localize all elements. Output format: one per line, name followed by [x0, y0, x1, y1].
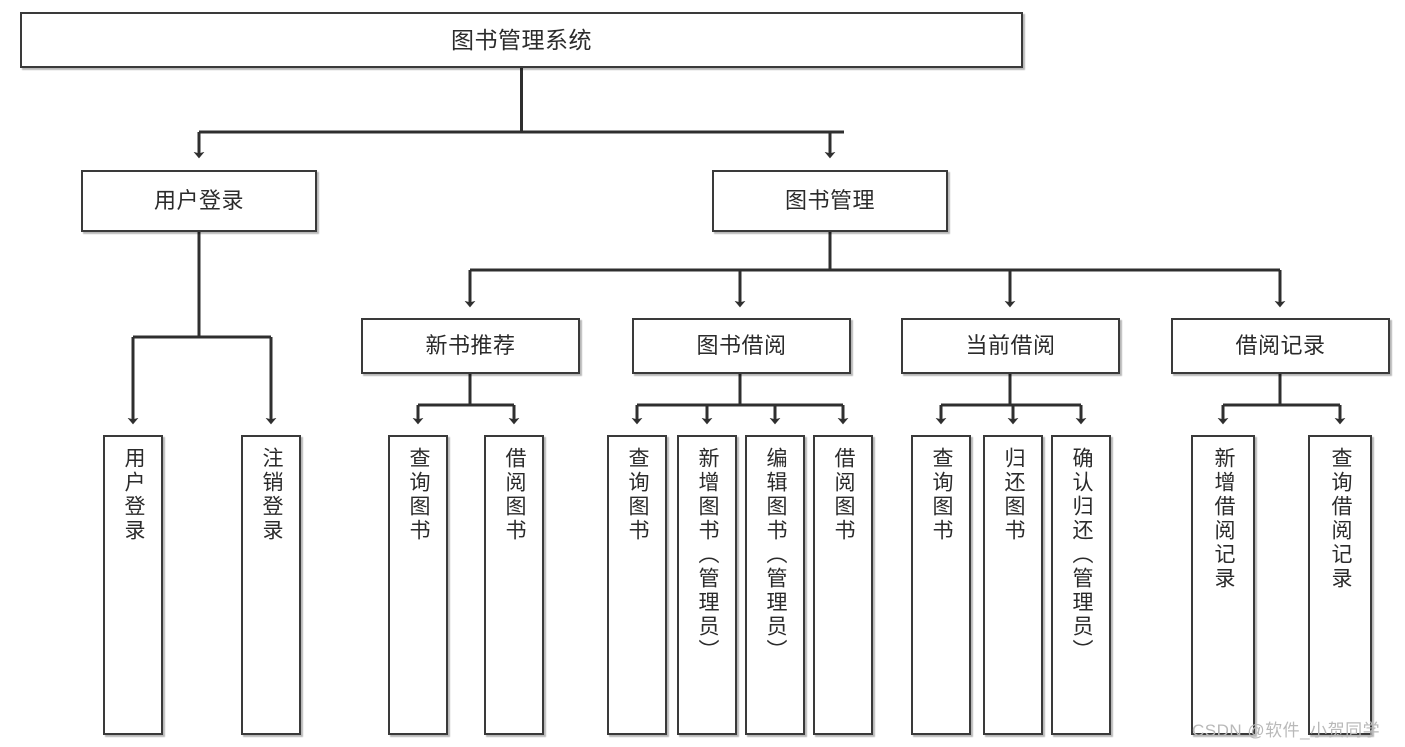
node-label: 图书管理 [784, 188, 875, 214]
node-label: 图书管理系统 [451, 26, 592, 53]
node-label: 查询图书 [407, 447, 431, 543]
node-leaf-edit-book-admin[interactable]: 编辑图书（管理员） [745, 435, 805, 735]
node-label: 借阅图书 [503, 447, 527, 543]
node-leaf-add-book-admin[interactable]: 新增图书（管理员） [677, 435, 737, 735]
node-leaf-logout-login[interactable]: 注销登录 [241, 435, 301, 735]
node-leaf-add-borrow-record[interactable]: 新增借阅记录 [1191, 435, 1255, 735]
node-label: 用户登录 [122, 447, 146, 543]
node-leaf-query-books-2[interactable]: 查询图书 [607, 435, 667, 735]
node-label: 注销登录 [260, 447, 284, 543]
node-label: 查询借阅记录 [1329, 447, 1353, 591]
node-current-borrow[interactable]: 当前借阅 [901, 318, 1120, 374]
node-label: 编辑图书（管理员） [764, 447, 788, 663]
node-book-management-system[interactable]: 图书管理系统 [20, 12, 1023, 68]
node-label: 新增图书（管理员） [696, 447, 720, 663]
node-leaf-confirm-return-admin[interactable]: 确认归还（管理员） [1051, 435, 1111, 735]
node-leaf-query-books-3[interactable]: 查询图书 [911, 435, 971, 735]
node-label: 归还图书 [1002, 447, 1026, 543]
node-label: 查询图书 [626, 447, 650, 543]
node-label: 当前借阅 [965, 333, 1056, 359]
node-user-login[interactable]: 用户登录 [81, 170, 317, 232]
node-label: 借阅图书 [832, 447, 856, 543]
node-borrow-record[interactable]: 借阅记录 [1171, 318, 1390, 374]
node-leaf-query-borrow-record[interactable]: 查询借阅记录 [1308, 435, 1372, 735]
node-label: 查询图书 [930, 447, 954, 543]
csdn-watermark: CSDN @软件_小贺同学 [1192, 721, 1381, 740]
node-book-borrow[interactable]: 图书借阅 [632, 318, 851, 374]
node-leaf-return-books[interactable]: 归还图书 [983, 435, 1043, 735]
node-label: 新增借阅记录 [1212, 447, 1236, 591]
node-leaf-user-login[interactable]: 用户登录 [103, 435, 163, 735]
node-label: 图书借阅 [696, 333, 787, 359]
node-label: 确认归还（管理员） [1070, 447, 1094, 663]
node-leaf-borrow-books-2[interactable]: 借阅图书 [813, 435, 873, 735]
node-label: 新书推荐 [425, 333, 516, 359]
node-label: 借阅记录 [1235, 333, 1326, 359]
node-leaf-borrow-books-1[interactable]: 借阅图书 [484, 435, 544, 735]
node-book-management[interactable]: 图书管理 [712, 170, 948, 232]
node-label: 用户登录 [153, 188, 244, 214]
node-leaf-query-books-1[interactable]: 查询图书 [388, 435, 448, 735]
node-new-book-recommend[interactable]: 新书推荐 [361, 318, 580, 374]
